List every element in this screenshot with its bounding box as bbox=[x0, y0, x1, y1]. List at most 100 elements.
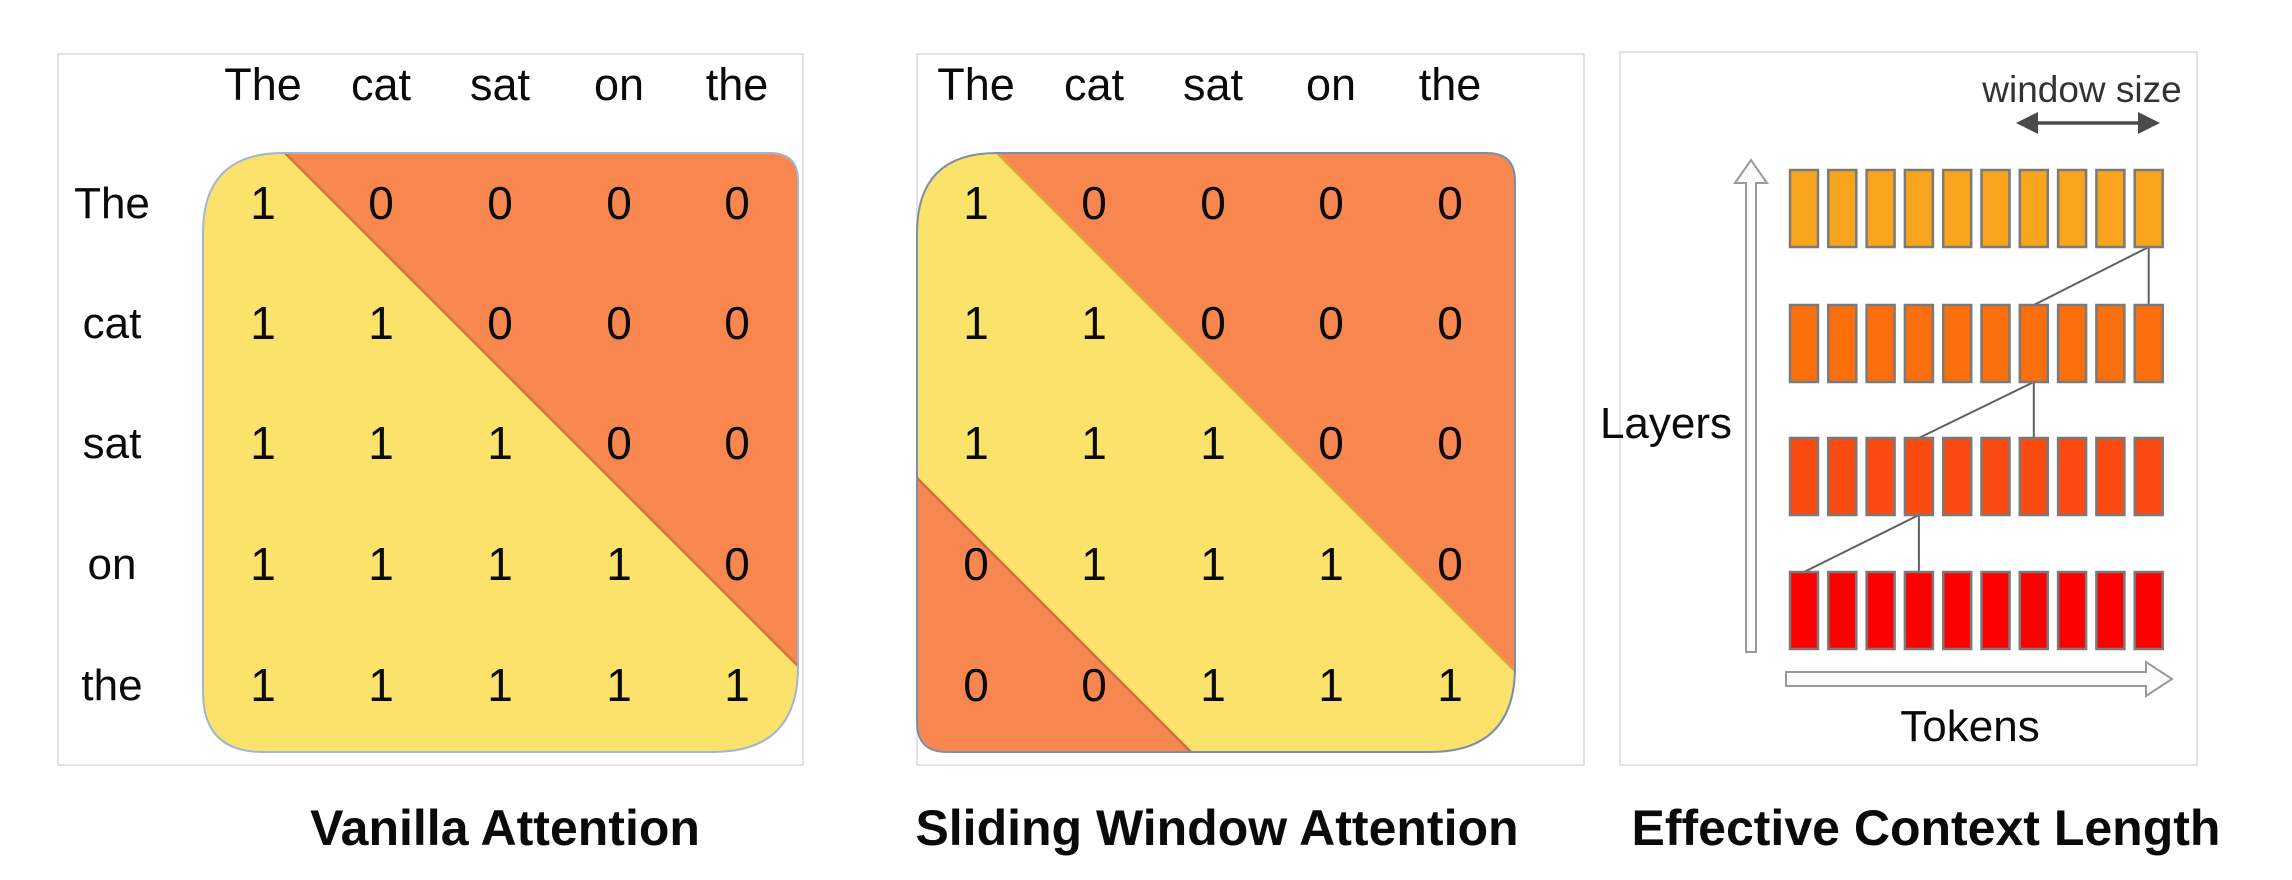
token-bar bbox=[1788, 570, 1820, 651]
matrix-cell: 1 bbox=[250, 297, 276, 349]
token-bar bbox=[1941, 570, 1973, 651]
matrix-cell: 1 bbox=[963, 177, 989, 229]
matrix-cell: 0 bbox=[1200, 297, 1226, 349]
col-header: The bbox=[937, 59, 1015, 110]
layers-axis-arrow-icon bbox=[1733, 158, 1769, 653]
token-bar bbox=[1941, 168, 1973, 249]
col-header: cat bbox=[351, 59, 412, 110]
matrix-cell: 0 bbox=[487, 297, 513, 349]
col-header: the bbox=[1419, 59, 1482, 110]
matrix-cell: 1 bbox=[1200, 417, 1226, 469]
row-label: cat bbox=[83, 299, 142, 348]
matrix-cell: 1 bbox=[487, 659, 513, 711]
token-bar bbox=[1980, 168, 2011, 249]
matrix-cell: 0 bbox=[963, 659, 989, 711]
panel-border-context bbox=[1619, 51, 2198, 766]
token-bar bbox=[2056, 436, 2088, 517]
mask-upper-boundary-line bbox=[996, 153, 1515, 672]
token-bar bbox=[1980, 570, 2011, 651]
matrix-cell: 1 bbox=[606, 659, 632, 711]
matrix-cell: 1 bbox=[1200, 538, 1226, 590]
token-bar bbox=[2018, 436, 2050, 517]
col-header: the bbox=[706, 59, 769, 110]
token-bar bbox=[2095, 436, 2126, 517]
token-bars bbox=[1788, 168, 2164, 651]
matrix-cell: 1 bbox=[1081, 538, 1107, 590]
mask-lower-boundary-line bbox=[917, 477, 1192, 752]
col-header: on bbox=[594, 59, 644, 110]
row-label: The bbox=[74, 179, 150, 228]
token-bar bbox=[1827, 168, 1858, 249]
matrix-cell: 1 bbox=[250, 177, 276, 229]
token-bar bbox=[2133, 168, 2164, 249]
matrix-cell: 0 bbox=[724, 417, 750, 469]
matrix-cell: 0 bbox=[606, 297, 632, 349]
token-bar bbox=[1865, 303, 1896, 384]
matrix-cell: 0 bbox=[368, 177, 394, 229]
token-bar bbox=[2056, 303, 2088, 384]
caption-sliding-window-attention: Sliding Window Attention bbox=[915, 800, 1518, 856]
effective-context-length-diagram: window size Layers Tokens bbox=[1600, 69, 2182, 751]
row-label: the bbox=[81, 661, 142, 710]
token-bar bbox=[1941, 436, 1973, 517]
matrix-outline bbox=[202, 152, 799, 753]
matrix-cell: 0 bbox=[963, 538, 989, 590]
matrix-cell: 0 bbox=[1437, 417, 1463, 469]
matrix-cell: 0 bbox=[724, 177, 750, 229]
col-header: cat bbox=[1064, 59, 1125, 110]
matrix-cell: 1 bbox=[1437, 659, 1463, 711]
token-bar bbox=[2133, 303, 2164, 384]
token-bar bbox=[1903, 168, 1935, 249]
token-bar bbox=[1788, 168, 1820, 249]
col-header: sat bbox=[470, 59, 531, 110]
attend-region bbox=[203, 153, 798, 752]
matrix-cell: 1 bbox=[368, 297, 394, 349]
token-bar bbox=[1827, 303, 1858, 384]
caption-effective-context-length: Effective Context Length bbox=[1632, 800, 2221, 856]
matrix-cell: 1 bbox=[963, 297, 989, 349]
token-bar bbox=[1827, 436, 1858, 517]
token-bar bbox=[2095, 570, 2126, 651]
window-connector-lines bbox=[1803, 246, 2150, 573]
token-bar bbox=[1788, 303, 1820, 384]
token-bar bbox=[2018, 303, 2050, 384]
caption-vanilla-attention: Vanilla Attention bbox=[310, 800, 700, 856]
attend-region bbox=[917, 153, 1515, 752]
matrix-cell: 0 bbox=[1437, 538, 1463, 590]
matrix-cell: 0 bbox=[1437, 177, 1463, 229]
connector-diagonal bbox=[1803, 514, 1920, 573]
matrix-cell: 1 bbox=[368, 417, 394, 469]
matrix-cell: 0 bbox=[1200, 177, 1226, 229]
tokens-axis-label: Tokens bbox=[1900, 702, 2039, 751]
token-bar bbox=[2056, 570, 2088, 651]
matrix-outline bbox=[916, 152, 1516, 753]
layers-axis-label: Layers bbox=[1600, 399, 1732, 448]
matrix-cell: 0 bbox=[1081, 177, 1107, 229]
token-bar bbox=[1980, 303, 2011, 384]
matrix-cell: 1 bbox=[487, 417, 513, 469]
token-bar bbox=[2056, 168, 2088, 249]
matrix-cell: 0 bbox=[1437, 297, 1463, 349]
matrix-cell: 0 bbox=[724, 297, 750, 349]
matrix-cell: 1 bbox=[1318, 538, 1344, 590]
matrix-cell: 0 bbox=[724, 538, 750, 590]
token-bar bbox=[2018, 168, 2050, 249]
matrix-cell: 1 bbox=[250, 538, 276, 590]
window-size-label: window size bbox=[1981, 69, 2181, 110]
matrix-cell: 1 bbox=[487, 538, 513, 590]
matrix-cell: 0 bbox=[1318, 417, 1344, 469]
token-bar bbox=[1903, 303, 1935, 384]
matrix-cell: 0 bbox=[606, 417, 632, 469]
matrix-cell: 1 bbox=[250, 417, 276, 469]
matrix-cell: 0 bbox=[1081, 659, 1107, 711]
token-bar bbox=[1788, 436, 1820, 517]
matrix-cell: 1 bbox=[368, 659, 394, 711]
